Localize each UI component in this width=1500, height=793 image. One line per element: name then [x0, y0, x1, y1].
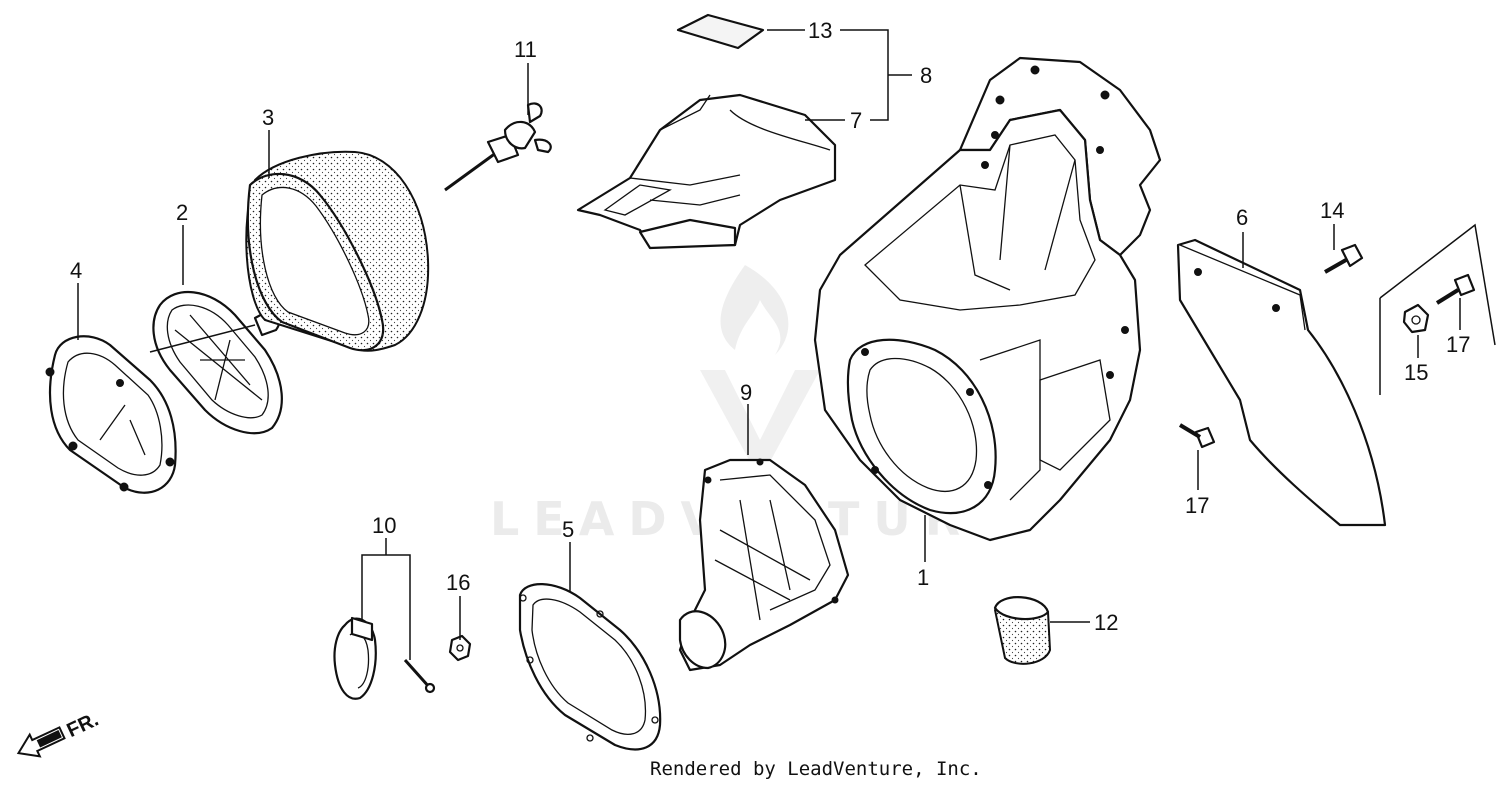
callout-14: 14: [1320, 198, 1344, 223]
callout-11: 11: [514, 37, 537, 62]
callout-16: 16: [446, 570, 470, 595]
part-5-gasket[interactable]: [518, 583, 662, 751]
part-17-bolt-lower[interactable]: [1178, 423, 1216, 449]
part-7-shield[interactable]: [576, 93, 837, 250]
callout-8: 8: [920, 63, 932, 88]
part-15-nut[interactable]: [1402, 303, 1430, 334]
front-arrow-label: FR.: [64, 709, 102, 743]
callout-12: 12: [1094, 610, 1118, 635]
callout-17-lower: 17: [1185, 493, 1209, 518]
callout-5: 5: [562, 517, 574, 542]
part-17-bolt-upper[interactable]: [1435, 273, 1476, 305]
part-3-air-filter[interactable]: [245, 150, 430, 352]
callout-7: 7: [850, 108, 862, 133]
callout-labels: 1 2 3 4 5 6 7 8 9 10 11 12 13 14 15 16 1…: [70, 18, 1470, 635]
callout-1: 1: [917, 565, 929, 590]
credit-text: Rendered by LeadVenture, Inc.: [650, 758, 982, 780]
part-12-cap[interactable]: [993, 596, 1052, 665]
front-arrow-icon: FR.: [16, 709, 102, 758]
callout-4: 4: [70, 258, 82, 283]
callout-17-upper: 17: [1446, 332, 1470, 357]
part-6-side-plate[interactable]: [1176, 238, 1387, 527]
part-10-clamp[interactable]: [333, 616, 436, 700]
part-11-wing-bolt[interactable]: [444, 102, 552, 192]
callout-13: 13: [808, 18, 832, 43]
part-14-bolt[interactable]: [1324, 243, 1364, 274]
leader-lines: [77, 29, 1461, 660]
callout-3: 3: [262, 105, 274, 130]
part-9-intake-joint[interactable]: [678, 458, 850, 672]
callout-15: 15: [1404, 360, 1428, 385]
callout-2: 2: [176, 200, 188, 225]
callout-9: 9: [740, 380, 752, 405]
callout-6: 6: [1236, 205, 1248, 230]
part-13-pad[interactable]: [676, 13, 765, 50]
part-1-air-cleaner-case[interactable]: [813, 56, 1162, 542]
callout-10: 10: [372, 513, 396, 538]
part-16-nut[interactable]: [448, 634, 472, 662]
part-4-cover-plate[interactable]: [45, 335, 177, 494]
